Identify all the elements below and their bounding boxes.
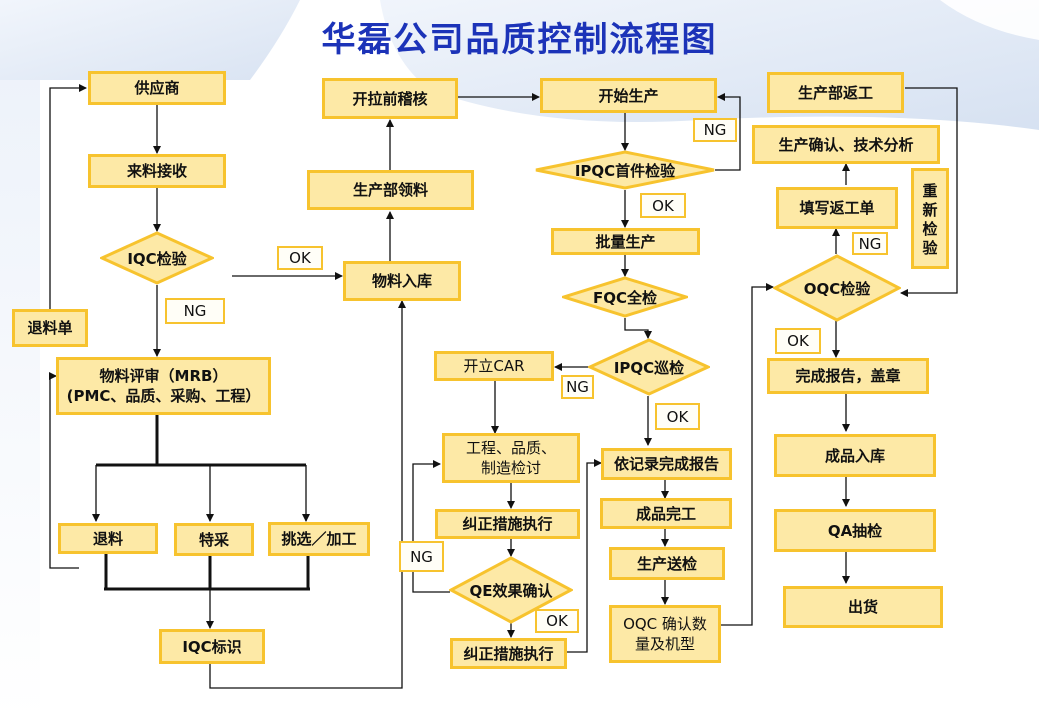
reinspect-char-2: 新 xyxy=(922,200,938,219)
fqc-full-label: FQC全检 xyxy=(592,288,657,307)
fqc-full-diamond: FQC全检 xyxy=(562,276,688,318)
open-car-box: 开立CAR xyxy=(434,351,554,381)
complete-report-box: 完成报告，盖章 xyxy=(767,358,929,394)
reinspect-box: 重 新 检 验 xyxy=(911,168,949,269)
receiving-box: 来料接收 xyxy=(88,154,226,188)
oqc-check-label: OQC检验 xyxy=(803,279,871,298)
ipqc-patrol-label: IPQC巡检 xyxy=(613,358,685,377)
supplier-box: 供应商 xyxy=(88,71,226,105)
ipqc-patrol-diamond: IPQC巡检 xyxy=(588,338,710,396)
production-requisition-box: 生产部领料 xyxy=(307,170,474,210)
corrective-action-box: 纠正措施执行 xyxy=(435,509,580,539)
qe-ok-tag: OK xyxy=(535,609,579,633)
mass-production-box: 批量生产 xyxy=(551,228,700,255)
iqc-check-diamond: IQC检验 xyxy=(100,231,214,285)
patrol-ng-tag: NG xyxy=(561,375,594,399)
sort-rework-box: 挑选／加工 xyxy=(268,522,370,556)
iqc-label-box: IQC标识 xyxy=(159,629,265,664)
qe-confirm-label: QE效果确认 xyxy=(469,581,553,600)
review-line1: 工程、品质、 xyxy=(465,439,556,457)
mrb-line2: (PMC、品质、采购、工程） xyxy=(66,387,261,405)
oqc-confirm-line2: 量及机型 xyxy=(634,635,695,653)
qa-sampling-box: QA抽检 xyxy=(774,509,936,552)
fill-rework-form-box: 填写返工单 xyxy=(776,187,898,229)
oqc-ok-tag: OK xyxy=(775,328,821,354)
ipqc-first-diamond: IPQC首件检验 xyxy=(534,150,716,190)
material-stock-box: 物料入库 xyxy=(343,261,461,301)
mrb-box: 物料评审（MRB） (PMC、品质、采购、工程） xyxy=(56,357,271,415)
return-note-box: 退料单 xyxy=(12,309,88,347)
oqc-check-diamond: OQC检验 xyxy=(773,254,901,322)
start-production-box: 开始生产 xyxy=(540,78,717,113)
first-ok-tag: OK xyxy=(640,193,686,218)
material-ok-tag: OK xyxy=(277,246,323,270)
mrb-line1: 物料评审（MRB） xyxy=(99,367,228,385)
iqc-check-label: IQC检验 xyxy=(127,249,187,268)
pre-line-review-box: 开拉前稽核 xyxy=(322,78,458,119)
reinspect-char-3: 检 xyxy=(922,219,938,238)
record-report-box: 依记录完成报告 xyxy=(601,448,732,480)
return-material-box: 退料 xyxy=(58,523,158,554)
oqc-confirm-line1: OQC 确认数 xyxy=(623,615,707,633)
iqc-ng-tag: NG xyxy=(165,298,225,324)
production-inspect-box: 生产送检 xyxy=(609,547,725,580)
production-rework-box: 生产部返工 xyxy=(767,72,904,113)
reinspect-char-4: 验 xyxy=(922,238,938,257)
first-ng-tag: NG xyxy=(693,118,737,142)
confirm-analysis-box: 生产确认、技术分析 xyxy=(752,125,940,164)
finished-box: 成品完工 xyxy=(600,498,732,529)
patrol-ok-tag: OK xyxy=(655,403,700,430)
oqc-ng-tag: NG xyxy=(852,232,888,255)
oqc-confirm-box: OQC 确认数 量及机型 xyxy=(609,605,721,663)
qe-ng-tag: NG xyxy=(399,541,444,572)
shipment-box: 出货 xyxy=(783,586,943,628)
reinspect-char-1: 重 xyxy=(922,181,938,200)
review-box: 工程、品质、 制造检讨 xyxy=(442,433,580,483)
qe-confirm-diamond: QE效果确认 xyxy=(449,556,573,624)
ipqc-first-label: IPQC首件检验 xyxy=(574,161,676,180)
fg-stock-box: 成品入库 xyxy=(774,434,936,477)
page-title: 华磊公司品质控制流程图 xyxy=(321,20,718,60)
review-line2: 制造检讨 xyxy=(480,459,541,477)
corrective-action2-box: 纠正措施执行 xyxy=(450,638,567,669)
special-purchase-box: 特采 xyxy=(174,523,254,556)
